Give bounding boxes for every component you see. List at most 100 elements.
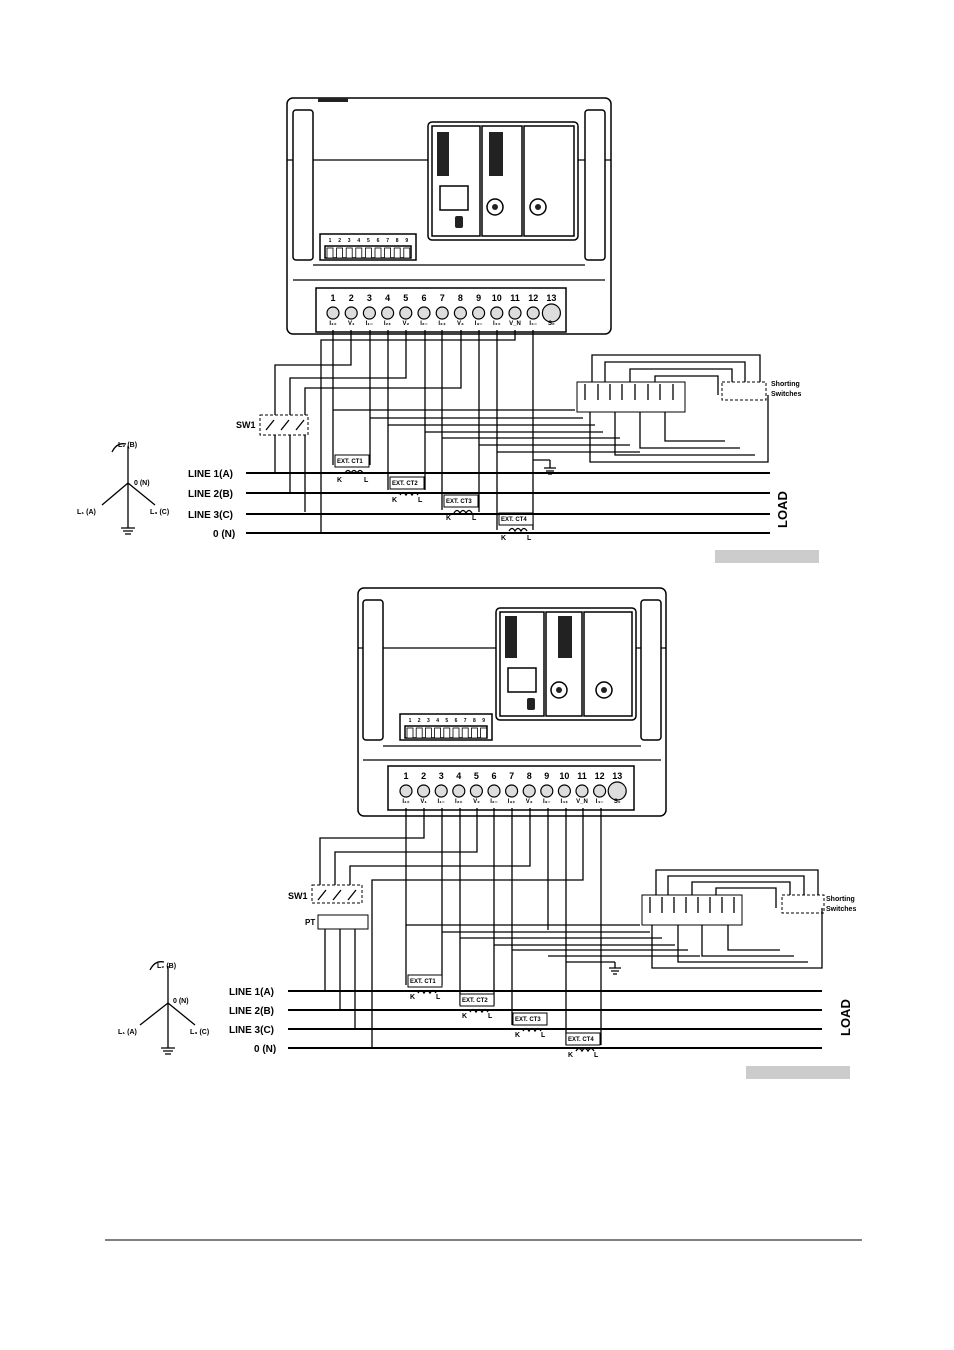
connector-pin <box>452 727 460 739</box>
terminal-screw <box>487 784 501 798</box>
terminal-number: 2 <box>349 293 354 303</box>
ct1-label-1: EXT. CT1 <box>337 459 363 465</box>
ct-l: L <box>436 994 441 1001</box>
line3-label-1: LINE 3(C) <box>188 510 233 521</box>
terminal-screw <box>526 306 540 320</box>
terminal-number: 4 <box>456 771 461 781</box>
connector-pin-number: 2 <box>338 238 341 244</box>
terminal-number: 8 <box>527 771 532 781</box>
ct-l: L <box>472 515 477 522</box>
ct-k: K <box>501 535 506 542</box>
terminal-number: 10 <box>492 293 502 303</box>
terminal-label: S₀ <box>548 321 555 327</box>
connector-pin <box>415 727 423 739</box>
phasor-l1-2: L₁ (A) <box>118 1029 137 1036</box>
ct4-label-1: EXT. CT4 <box>501 517 527 523</box>
terminal-number: 6 <box>421 293 426 303</box>
wiring-2: SW1 PT Shorting Switches <box>229 808 856 1059</box>
ct-l: L <box>527 535 532 542</box>
terminal-screw <box>435 306 449 320</box>
ethernet-port-2 <box>507 667 537 693</box>
terminal-number: 8 <box>458 293 463 303</box>
line3-label-2: LINE 3(C) <box>229 1025 274 1036</box>
terminal-label: I₂₊ <box>455 799 463 805</box>
terminal-number: 5 <box>474 771 479 781</box>
connector-pin-number: 2 <box>418 718 421 724</box>
terminal-screw <box>399 306 413 320</box>
terminal-screw <box>452 784 466 798</box>
dip-switch-block <box>437 132 503 176</box>
connector-pin-number: 8 <box>473 718 476 724</box>
terminal-screw <box>434 784 448 798</box>
ct-k: K <box>462 1013 467 1020</box>
ct-4 <box>498 512 534 533</box>
connector-pin-number: 1 <box>329 238 332 244</box>
terminal-number: 7 <box>509 771 514 781</box>
ct-k: K <box>410 994 415 1001</box>
ct2-label-2: EXT. CT2 <box>462 998 488 1004</box>
sw1-label-1: SW1 <box>236 420 256 430</box>
connector-pin <box>364 247 372 259</box>
terminal-number: 13 <box>546 293 556 303</box>
usb-port-2 <box>527 698 535 710</box>
ct3-label-1: EXT. CT3 <box>446 499 472 505</box>
terminal-label: V_N <box>509 321 521 327</box>
neutral-label-2: 0 (N) <box>254 1044 276 1055</box>
line1-label-1: LINE 1(A) <box>188 469 233 480</box>
ct-l: L <box>418 497 423 504</box>
connector-pin <box>326 247 334 259</box>
terminal-screw <box>472 306 486 320</box>
connector-pin-number: 9 <box>482 718 485 724</box>
terminal-screw <box>399 784 413 798</box>
terminal-screw <box>344 306 358 320</box>
terminal-screw <box>326 306 340 320</box>
ct-k: K <box>337 477 342 484</box>
terminal-label: V₃ <box>457 321 464 327</box>
terminal-number: 1 <box>403 771 408 781</box>
ct-k: K <box>392 497 397 504</box>
ct3-label-2: EXT. CT3 <box>515 1017 541 1023</box>
connector-pin-number: 8 <box>396 238 399 244</box>
ct-l: L <box>364 477 369 484</box>
terminal-screw <box>575 784 589 798</box>
terminal-label: S₀ <box>614 799 621 805</box>
phasor-1: L₂ (B) 0 (N) L₁ (A) L₃ (C) <box>77 442 169 535</box>
dip-switch-block-2 <box>505 616 517 658</box>
phasor-n: 0 (N) <box>134 480 150 487</box>
terminal-number: 2 <box>421 771 426 781</box>
ethernet-port <box>439 185 469 211</box>
terminal-screw <box>541 303 562 323</box>
connector-pin <box>374 247 382 259</box>
terminal-label: V₂ <box>402 321 409 327</box>
terminal-label: V₁ <box>348 321 355 327</box>
terminal-number: 1 <box>330 293 335 303</box>
connector-pin-number: 4 <box>436 718 439 724</box>
terminal-number: 12 <box>595 771 605 781</box>
connector-pin-number: 3 <box>427 718 430 724</box>
connector-pin-number: 5 <box>445 718 448 724</box>
terminal-screw <box>557 784 572 798</box>
terminal-label: I₃₋ <box>475 321 483 327</box>
connector-pin-number: 6 <box>455 718 458 724</box>
shorting-label-2b: Switches <box>826 906 856 913</box>
terminal-screw <box>522 784 536 798</box>
terminal-label: V_N <box>576 799 588 805</box>
connector-pin-number: 3 <box>348 238 351 244</box>
terminal-label: I₁₋ <box>366 321 373 327</box>
terminal-label: V₁ <box>420 799 427 805</box>
terminal-label: I₂₋ <box>490 799 498 805</box>
phasor-l2-2: L₂ (B) <box>157 963 176 970</box>
terminal-number: 9 <box>476 293 481 303</box>
terminal-screw <box>469 784 483 798</box>
terminal-label: I₄₊ <box>493 321 501 327</box>
terminal-number: 10 <box>559 771 569 781</box>
terminal-number: 3 <box>367 293 372 303</box>
terminal-screw <box>607 781 627 801</box>
terminal-screw <box>362 306 376 320</box>
connector-pin-number: 1 <box>409 718 412 724</box>
terminal-number: 9 <box>544 771 549 781</box>
phasor-l1: L₁ (A) <box>77 509 96 516</box>
ct-l: L <box>541 1032 546 1039</box>
caption-placeholder-2 <box>746 1066 850 1079</box>
